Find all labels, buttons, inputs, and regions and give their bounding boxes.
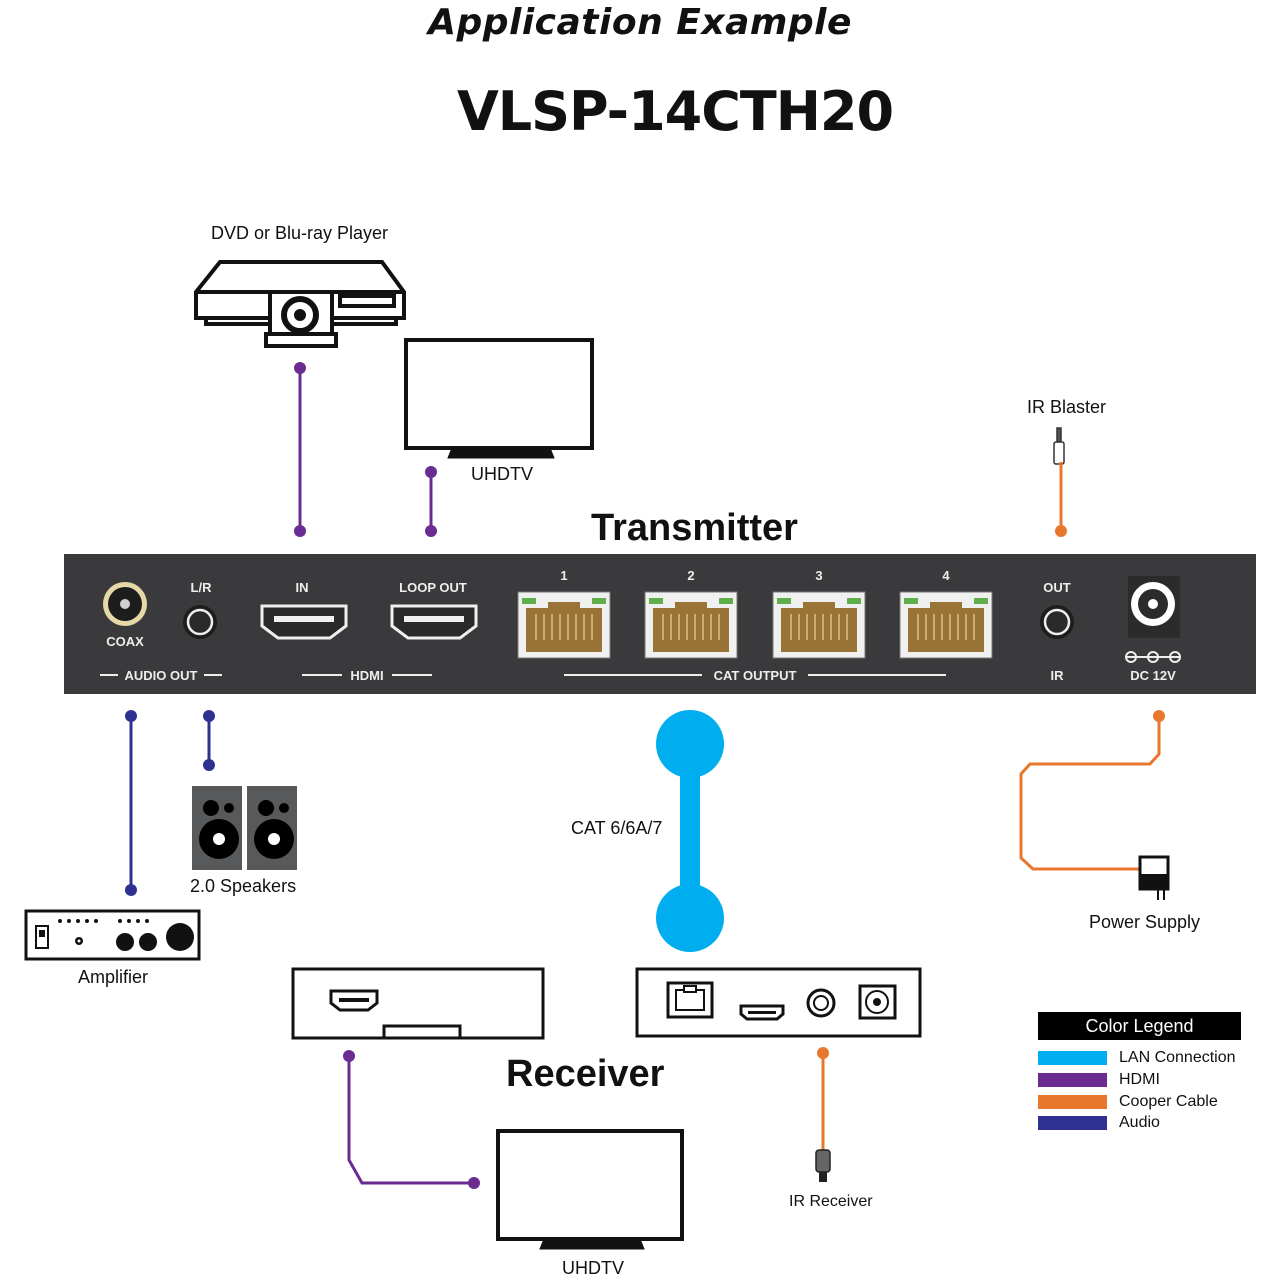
audio-out-label: AUDIO OUT	[125, 668, 198, 683]
heading: Application Example	[428, 2, 852, 43]
legend-swatches	[1038, 1051, 1107, 1130]
copper-connections	[821, 462, 1161, 1150]
ir-out-label: OUT	[1043, 580, 1071, 595]
port-2-label: 2	[687, 568, 694, 583]
legend-swatch-audio	[1038, 1116, 1107, 1130]
hdmi-group-label: HDMI	[350, 668, 383, 683]
ir-receiver-label: IR Receiver	[789, 1193, 873, 1210]
legend-swatch-hdmi	[1038, 1073, 1107, 1087]
legend-title: Color Legend	[1038, 1012, 1241, 1040]
model-title: VLSP-14CTH20	[456, 80, 894, 143]
transmitter-label: Transmitter	[591, 507, 798, 549]
cat-output-port-3-icon	[772, 591, 866, 659]
coax-label: COAX	[106, 634, 144, 649]
dvd-label: DVD or Blu-ray Player	[211, 223, 389, 243]
legend-label-copper: Cooper Cable	[1119, 1093, 1218, 1110]
loop-out-label: LOOP OUT	[399, 580, 467, 595]
lan-cable-connection	[656, 710, 724, 952]
uhdtv-bottom-label: UHDTV	[562, 1258, 624, 1278]
port-1-label: 1	[560, 568, 567, 583]
ir-out-jack-icon	[1040, 605, 1074, 639]
dc-power-jack-icon	[1125, 576, 1181, 663]
audio-connections	[129, 716, 211, 890]
cat-output-label: CAT OUTPUT	[714, 668, 797, 683]
uhdtv-top-label: UHDTV	[471, 464, 533, 484]
copper-connection-dots	[817, 525, 1165, 1059]
ir-blaster-icon	[1053, 427, 1065, 465]
cat-output-port-1-icon	[517, 591, 611, 659]
ir-receiver-icon	[815, 1149, 831, 1182]
legend-label-audio: Audio	[1119, 1114, 1160, 1131]
uhdtv-bottom-icon	[496, 1129, 684, 1250]
speakers-label: 2.0 Speakers	[190, 876, 297, 896]
legend-swatch-lan	[1038, 1051, 1107, 1065]
coax-jack-icon	[103, 582, 147, 626]
cat-cable-label: CAT 6/6A/7	[571, 818, 663, 838]
uhdtv-top-icon	[404, 338, 594, 459]
legend-swatch-copper	[1038, 1095, 1107, 1109]
cat-output-port-4-icon	[899, 591, 993, 659]
lr-label: L/R	[191, 580, 213, 595]
port-4-label: 4	[942, 568, 950, 583]
receiver-label: Receiver	[506, 1053, 665, 1095]
hdmi-in-port-icon	[260, 604, 348, 640]
ir-label: IR	[1051, 668, 1065, 683]
hdmi-connections	[298, 368, 474, 1185]
lr-jack-icon	[183, 605, 217, 639]
receiver-main-box	[635, 967, 922, 1038]
dvd-player-icon	[194, 260, 406, 348]
port-3-label: 3	[815, 568, 822, 583]
cat-output-port-2-icon	[644, 591, 738, 659]
dc-label: DC 12V	[1130, 668, 1176, 683]
speakers-icon	[192, 786, 297, 870]
legend-label-hdmi: HDMI	[1119, 1071, 1160, 1088]
amplifier-icon	[24, 909, 201, 961]
power-supply-icon	[1138, 855, 1170, 900]
audio-connection-dots	[125, 710, 215, 896]
hdmi-in-label: IN	[296, 580, 309, 595]
amplifier-label: Amplifier	[78, 967, 149, 987]
ir-blaster-label: IR Blaster	[1027, 397, 1107, 417]
hdmi-connection-dots	[294, 362, 480, 1189]
power-supply-label: Power Supply	[1089, 912, 1201, 932]
legend-label-lan: LAN Connection	[1119, 1049, 1236, 1066]
hdmi-loop-out-port-icon	[390, 604, 478, 640]
receiver-hdmi-box	[291, 967, 545, 1040]
